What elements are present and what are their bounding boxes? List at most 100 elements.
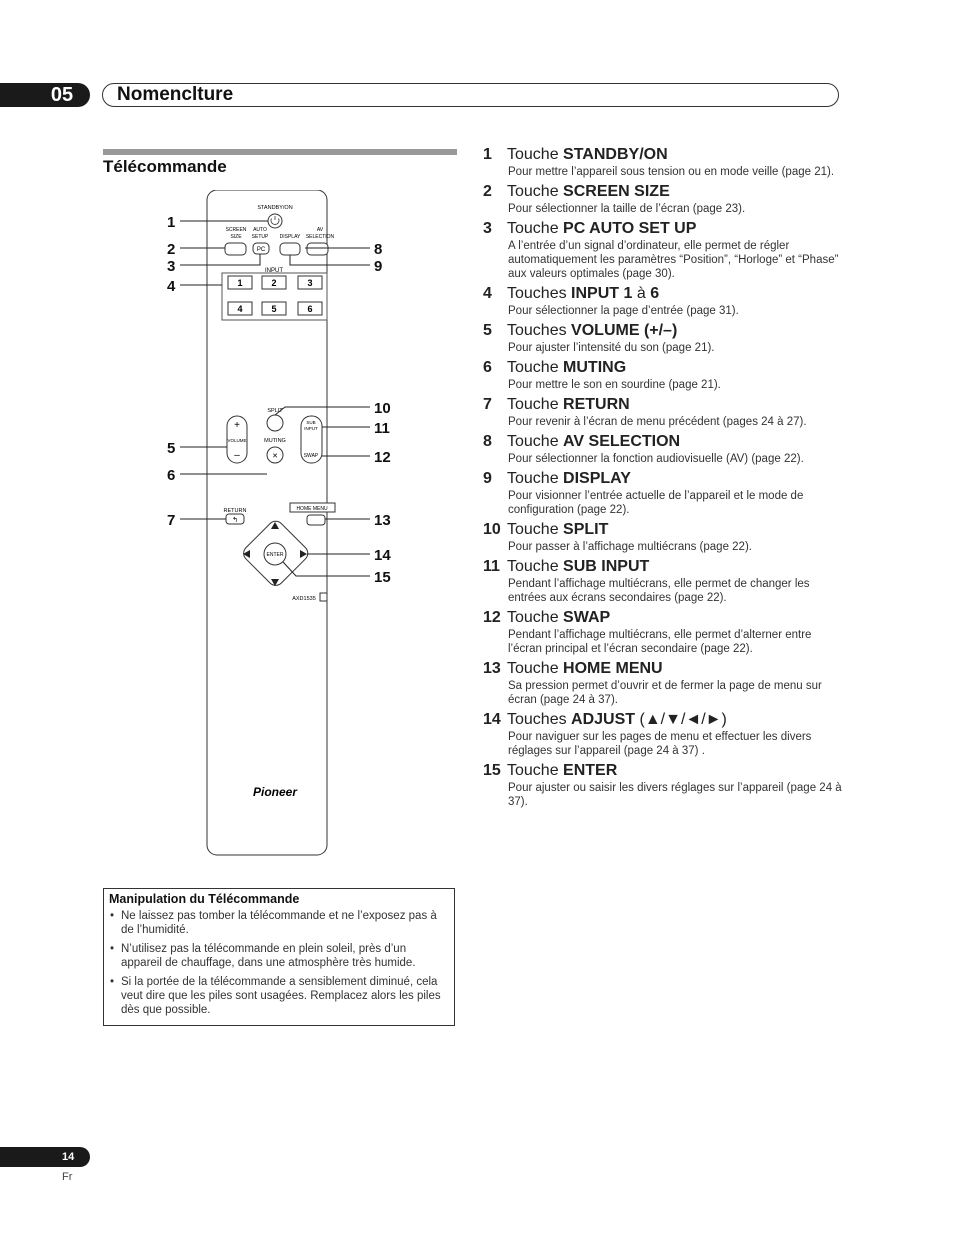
item-word: Touche	[507, 558, 559, 575]
item-description: Pour revenir à l’écran de menu précédent…	[508, 416, 807, 428]
right-arrow-icon	[300, 550, 307, 558]
swap-label: SWAP	[304, 453, 319, 459]
callout-number: 13	[374, 512, 391, 529]
chapter-header: Nomenclture	[102, 83, 839, 107]
down-arrow-icon	[271, 579, 279, 586]
page-language: Fr	[62, 1171, 73, 1183]
volume-minus-icon: –	[234, 450, 240, 461]
callout-number: 15	[374, 569, 391, 586]
callout-number: 3	[167, 258, 175, 275]
item-number: 13	[483, 660, 501, 677]
item-description: A l’entrée d’un signal d’ordinateur, ell…	[508, 240, 839, 280]
left-arrow-icon	[243, 550, 250, 558]
standby-label: STANDBY/ON	[257, 205, 292, 211]
section-title: Télécommande	[103, 157, 227, 176]
home-menu-label-frame	[289, 502, 336, 513]
note-list: Ne laissez pas tomber la télécommande et…	[109, 909, 449, 1017]
selection-label: SELECTION	[306, 234, 335, 240]
item-word: Touche	[507, 609, 559, 626]
up-arrow-icon	[271, 522, 279, 529]
item-number: 3	[483, 220, 492, 237]
item-key: SUB INPUT	[563, 558, 650, 575]
item-key2: 6	[650, 285, 660, 302]
item-description: Pour naviguer sur les pages de menu et e…	[508, 731, 812, 757]
item-number: 5	[483, 322, 492, 339]
section-rule	[103, 149, 457, 155]
item-word: Touche	[507, 183, 559, 200]
item-description: Pendant l’affichage multiécrans, elle pe…	[508, 578, 810, 604]
home-menu-button	[306, 514, 326, 526]
input-key-1	[227, 275, 253, 290]
item-number: 14	[483, 711, 501, 728]
item-number: 11	[483, 558, 500, 575]
item-description: Pour mettre le son en sourdine (page 21)…	[508, 379, 721, 391]
callout-lines	[180, 220, 370, 577]
pc-label: PC	[257, 247, 266, 253]
model-number: AXD1535	[292, 596, 316, 602]
return-icon: ↰	[232, 516, 238, 524]
handling-note-box: Manipulation du Télécommande Ne laissez …	[103, 888, 455, 1026]
item-description: Pour ajuster ou saisir les divers réglag…	[508, 782, 842, 808]
input-key-label: 1	[237, 278, 242, 288]
item-description: Pour sélectionner la fonction audiovisue…	[508, 453, 804, 465]
power-icon	[270, 216, 280, 225]
pc-auto-setup-button	[252, 242, 270, 255]
callout-number: 7	[167, 512, 175, 529]
callout-number: 1	[167, 214, 175, 231]
callout-number: 10	[374, 400, 391, 417]
item-key: DISPLAY	[563, 470, 631, 487]
input-key-2	[261, 275, 287, 290]
split-button	[266, 414, 284, 432]
input-key-3	[297, 275, 323, 290]
display-label: DISPLAY	[280, 234, 301, 240]
item-key: HOME MENU	[563, 660, 663, 677]
item-number: 4	[483, 285, 492, 302]
brand-logo: Pioneer	[253, 785, 298, 799]
item-description: Pour passer à l’affichage multiécrans (p…	[508, 541, 752, 553]
item-heading: 11 Touche SUB INPUT	[483, 557, 843, 577]
auto-label: AUTO	[253, 227, 267, 233]
chapter-number: 05	[50, 84, 74, 106]
input-key-label: 2	[271, 278, 276, 288]
item-number: 1	[483, 146, 492, 163]
item-word: Touche	[507, 660, 559, 677]
item-word: Touche	[507, 359, 559, 376]
enter-label: ENTER	[267, 552, 284, 558]
item-word: Touche	[507, 521, 559, 538]
chapter-number-tab: 05	[0, 83, 90, 107]
item-key: ADJUST	[571, 711, 636, 728]
item-description: Pour visionner l’entrée actuelle de l’ap…	[508, 490, 804, 516]
item-key: PC AUTO SET UP	[563, 220, 697, 237]
input-key-6	[297, 301, 323, 316]
item-key: STANDBY/ON	[563, 146, 668, 163]
item-description: Pendant l’affichage multiécrans, elle pe…	[508, 629, 812, 655]
item-key: MUTING	[563, 359, 627, 376]
callout-number: 5	[167, 440, 175, 457]
input-key-label: 5	[271, 304, 276, 314]
page-number-tab: 14	[0, 1147, 90, 1167]
input-key-5	[261, 301, 287, 316]
callout-number: 9	[374, 258, 382, 275]
item-word: Touches	[507, 711, 567, 728]
item-word: Touches	[507, 285, 567, 302]
item-key: SPLIT	[563, 521, 609, 538]
return-label: RETURN	[224, 508, 247, 514]
input-key-label: 6	[307, 304, 312, 314]
item-key: SWAP	[563, 609, 611, 626]
